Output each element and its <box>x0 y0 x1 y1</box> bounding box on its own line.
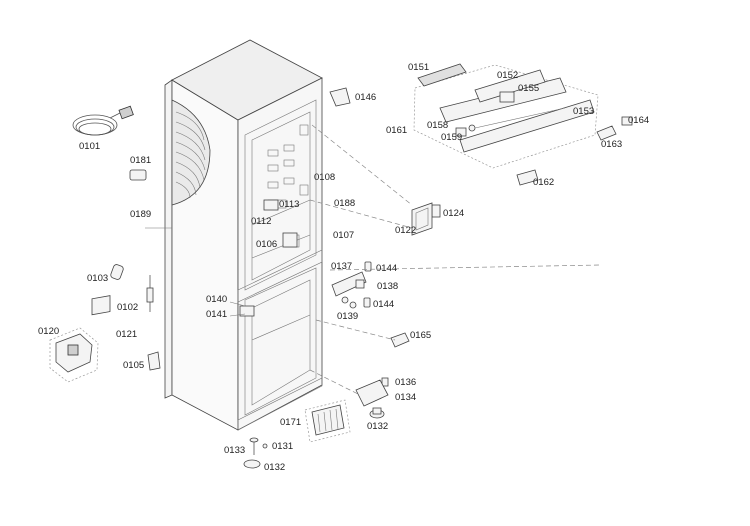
label-0161: 0161 <box>386 125 407 136</box>
part-0136 <box>381 377 389 387</box>
part-0144a <box>364 261 372 272</box>
part-0120 <box>49 327 99 383</box>
part-0132a-foot <box>369 407 385 419</box>
label-0121: 0121 <box>116 329 137 340</box>
part-0144b <box>363 297 371 308</box>
part-0164 <box>621 116 633 126</box>
part-0134-hinge <box>355 379 389 407</box>
part-0138 <box>355 279 365 289</box>
part-0181 <box>129 169 147 181</box>
label-0132-bottom: 0132 <box>264 462 285 473</box>
label-0146: 0146 <box>355 92 376 103</box>
label-0120: 0120 <box>38 326 59 337</box>
label-0139: 0139 <box>337 311 358 322</box>
label-0103: 0103 <box>87 273 108 284</box>
label-0107: 0107 <box>333 230 354 241</box>
label-0113: 0113 <box>279 199 299 210</box>
part-0165 <box>390 332 410 348</box>
label-0158: 0158 <box>427 120 448 131</box>
cable-coil-0101 <box>72 105 134 136</box>
assembly-connectors <box>309 124 601 396</box>
label-0105: 0105 <box>123 360 144 371</box>
label-0133: 0133 <box>224 445 245 456</box>
label-0134: 0134 <box>395 392 416 403</box>
part-labels: 0101 0181 0189 0103 0102 0120 0121 0105 … <box>38 62 649 473</box>
part-0132b-foot <box>243 459 261 469</box>
part-0124 <box>431 204 441 218</box>
label-0112: 0112 <box>251 216 271 227</box>
label-0159: 0159 <box>441 132 462 143</box>
label-0102: 0102 <box>117 302 138 313</box>
hinge-0140-0141 <box>229 301 255 317</box>
label-0137: 0137 <box>331 261 352 272</box>
label-0141: 0141 <box>206 309 227 320</box>
part-0146 <box>329 87 351 107</box>
part-0171-vent <box>304 399 351 443</box>
part-0106 <box>282 232 298 248</box>
part-0105 <box>147 351 161 371</box>
part-0103 <box>110 264 124 280</box>
label-0189: 0189 <box>130 209 151 220</box>
part-0139 <box>341 296 357 309</box>
label-0122: 0122 <box>395 225 416 236</box>
label-0101: 0101 <box>79 141 100 152</box>
label-0181: 0181 <box>130 155 151 166</box>
label-0131: 0131 <box>272 441 293 452</box>
label-0155: 0155 <box>518 83 539 94</box>
part-0133-foot <box>249 437 259 455</box>
label-0153: 0153 <box>573 106 594 117</box>
label-0152: 0152 <box>497 70 518 81</box>
label-0163: 0163 <box>601 139 622 150</box>
part-0102 <box>146 275 154 312</box>
label-0124: 0124 <box>443 208 464 219</box>
label-0140: 0140 <box>206 294 227 305</box>
label-0144-bottom: 0144 <box>373 299 394 310</box>
label-0151: 0151 <box>408 62 429 73</box>
part-0162 <box>516 169 539 186</box>
part-0131 <box>262 443 268 449</box>
label-0164: 0164 <box>628 115 649 126</box>
part-0113 <box>263 199 279 211</box>
part-0163 <box>596 125 617 141</box>
label-0165: 0165 <box>410 330 431 341</box>
part-0121 <box>91 295 111 316</box>
label-0132-right: 0132 <box>367 421 388 432</box>
label-0108: 0108 <box>314 172 335 183</box>
label-0144-top: 0144 <box>376 263 397 274</box>
refrigerator-cabinet <box>164 39 323 431</box>
label-0188: 0188 <box>334 198 355 209</box>
label-0162: 0162 <box>533 177 554 188</box>
label-0136: 0136 <box>395 377 416 388</box>
part-0122-frame <box>411 202 433 236</box>
part-0137-bracket <box>331 271 367 297</box>
control-panel-assembly <box>413 63 599 169</box>
label-0138: 0138 <box>377 281 398 292</box>
label-0171: 0171 <box>280 417 301 428</box>
condenser-coil <box>171 99 211 206</box>
label-0106: 0106 <box>256 239 277 250</box>
